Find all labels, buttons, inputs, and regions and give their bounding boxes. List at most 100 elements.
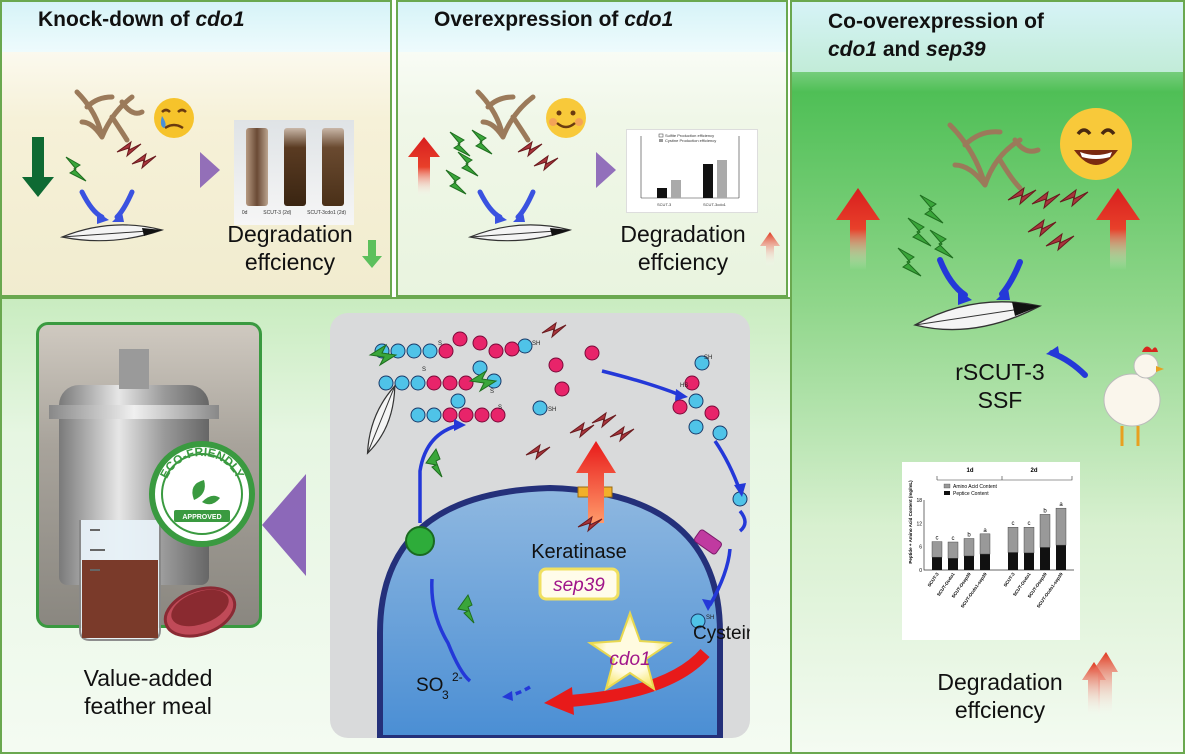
bar-peptide <box>932 557 942 570</box>
smile-face-icon <box>546 98 586 138</box>
sep39-box <box>538 567 620 601</box>
svg-text:APPROVED: APPROVED <box>182 514 221 521</box>
y-tick-label: 6 <box>919 545 922 551</box>
significance-letter: c <box>952 536 955 542</box>
svg-text:2-: 2- <box>452 670 463 684</box>
bar-peptide <box>948 558 958 570</box>
green-bolts-icon <box>368 343 498 624</box>
feather-icon <box>366 384 396 455</box>
chicken-icon <box>1103 346 1164 446</box>
legend-amino: Amino Acid Content <box>953 484 998 490</box>
svg-text:SH: SH <box>706 615 714 621</box>
svg-text:SH: SH <box>704 355 712 361</box>
cdo1-star <box>586 610 674 692</box>
purple-chevron-icon <box>200 152 220 188</box>
bar-peptide <box>1008 552 1018 570</box>
svg-text:SCUT-3cdo1: SCUT-3cdo1 <box>703 202 727 207</box>
stacked-bar-chart: 1d 2d Amino Acid Content Peptice Content… <box>902 462 1080 640</box>
red-bolts-icon <box>116 140 157 170</box>
svg-text:S: S <box>438 341 442 347</box>
overexpression-panel: Overexpression of cdo1 <box>396 0 788 297</box>
bar-amino-acid <box>947 541 959 559</box>
svg-text:Sulfite Production efficiency: Sulfite Production efficiency <box>665 133 714 138</box>
x-tick-label: SCUT-3 <box>927 571 941 587</box>
bar-peptide <box>964 556 974 570</box>
y-tick-label: 12 <box>916 521 922 527</box>
bar-amino-acid <box>979 533 991 555</box>
significance-letter: c <box>1028 521 1031 527</box>
group-label-1d: 1d <box>966 468 973 474</box>
mycelium-icon <box>74 89 145 143</box>
small-green-down-arrow-icon <box>362 240 382 268</box>
cycle-arrows <box>418 369 747 683</box>
red-bolts-icon <box>517 140 559 172</box>
chart-axes <box>923 500 1074 571</box>
svg-text:SCUT-3: SCUT-3 <box>657 202 672 207</box>
green-bolt-icon <box>65 156 87 182</box>
bar-amino-acid <box>1055 507 1067 546</box>
fermenter-photo <box>36 322 262 628</box>
cysteine-transporter <box>694 529 722 555</box>
cysteine-label: Cysteine <box>693 623 750 644</box>
bar-peptide <box>1024 552 1034 570</box>
small-red-up-arrow-icon <box>760 232 780 266</box>
bar-amino-acid <box>1023 527 1035 554</box>
cdo1-label: cdo1 <box>609 649 650 670</box>
bar-peptide <box>1056 545 1066 570</box>
down-arrow-icon <box>22 137 54 197</box>
secretion-arrow-icon <box>576 441 616 523</box>
svg-text:HS: HS <box>680 383 688 389</box>
purple-chevron-large-icon <box>262 474 306 576</box>
significance-letter: a <box>983 528 987 534</box>
mycelium-icon <box>947 122 1041 191</box>
mini-bar <box>717 160 727 198</box>
metabolite-circle <box>405 526 435 556</box>
red-up-arrow-icon <box>1096 188 1140 270</box>
bar-chart-svg: 1d 2d Amino Acid Content Peptice Content… <box>908 468 1074 609</box>
knockdown-result-label: Degradation effciency <box>227 221 353 275</box>
bar-amino-acid <box>963 538 975 557</box>
bar-amino-acid <box>1007 527 1019 553</box>
green-bolts-icon <box>897 194 954 277</box>
svg-text:Cystine Production efficiency: Cystine Production efficiency <box>665 138 716 143</box>
svg-text:SO: SO <box>416 675 443 696</box>
overexpression-illustration <box>408 89 616 242</box>
svg-text:SH: SH <box>548 407 556 413</box>
mycelium-icon <box>475 89 536 143</box>
feather-icon <box>59 224 165 242</box>
svg-text:S: S <box>422 367 426 373</box>
coexpression-result-label: Degradation effciency <box>937 669 1063 723</box>
bar-peptide <box>980 554 990 570</box>
overexpression-result-label: Degradation effciency <box>620 221 746 275</box>
overexpression-title: Overexpression of cdo1 <box>398 2 786 52</box>
significance-letter: c <box>1012 521 1015 527</box>
strain-label: rSCUT-3 SSF <box>955 359 1045 413</box>
laughing-face-icon <box>1060 108 1132 180</box>
bar-amino-acid <box>1039 514 1051 548</box>
mini-chart: Sulfite Production efficiency Cystine Pr… <box>626 129 758 213</box>
svg-text:SH: SH <box>532 341 540 347</box>
mini-bar <box>657 188 667 198</box>
red-bolts-icon <box>1007 186 1089 252</box>
significance-letter: c <box>936 536 939 542</box>
knockdown-panel: Knock-down of cdo1 <box>0 0 392 297</box>
feather-icon <box>913 301 1043 331</box>
sulfite-label: SO 3 2- <box>416 670 463 702</box>
leaf-icon <box>192 480 220 505</box>
x-tick-label: SCUT-3 <box>1003 571 1017 587</box>
blue-arrows-icon <box>79 189 135 220</box>
significance-letter: b <box>967 533 971 539</box>
green-bolts-icon <box>445 129 493 195</box>
y-tick-label: 18 <box>916 498 922 504</box>
coexpression-title: Co-overexpression of cdo1 and sep39 <box>792 2 1183 72</box>
knockdown-title: Knock-down of cdo1 <box>2 2 390 52</box>
blue-arrows-icon <box>477 189 536 220</box>
purple-chevron-icon <box>596 152 616 188</box>
legend-peptide: Peptice Content <box>953 491 989 497</box>
mini-bar <box>703 164 713 198</box>
red-up-arrow-icon <box>408 137 440 197</box>
product-label: Value-added feather meal <box>83 665 213 719</box>
bar-amino-acid <box>931 541 943 558</box>
